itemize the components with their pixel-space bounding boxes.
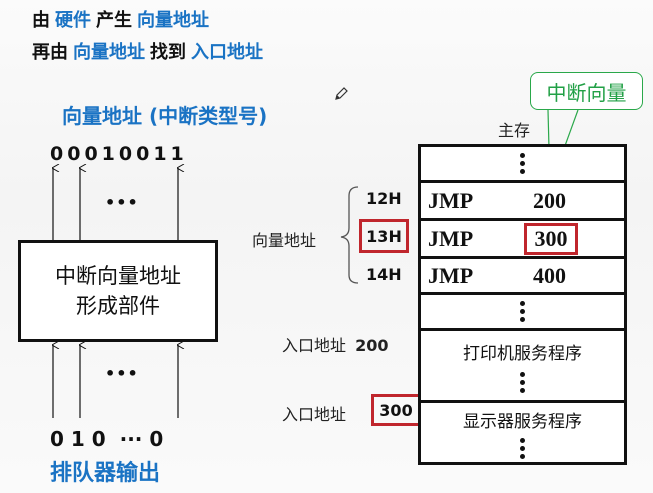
main-memory-table: JMP 200 JMP 300 JMP 400 打印机服务程序 显示器服务程序 — [418, 144, 627, 465]
entry-value: 300 — [379, 400, 413, 420]
vertical-ellipsis-icon — [520, 301, 525, 322]
header-word: 再由 — [32, 42, 68, 63]
upper-ellipsis: ••• — [105, 193, 139, 212]
memory-row-14h: JMP 400 — [421, 256, 624, 292]
vector-address-title: 向量地址 (中断类型号) — [62, 104, 268, 128]
entry-label: 入口地址 — [282, 405, 347, 424]
header-word: 向量地址 — [137, 10, 209, 31]
vector-group-label: 向量地址 — [252, 231, 317, 250]
opcode: JMP — [428, 225, 474, 251]
header-word: 入口地址 — [191, 42, 263, 63]
queue-output-text: 排队器输出 — [50, 461, 161, 486]
routine-name: 打印机服务程序 — [463, 343, 582, 364]
jump-target: 400 — [533, 262, 566, 288]
entry-value-300-box: 300 — [371, 394, 421, 426]
vector-addr-14h: 14H — [366, 265, 402, 284]
output-bits: 00010011 — [50, 143, 188, 165]
opcode: JMP — [428, 262, 474, 288]
queue-output-label: 排队器输出 — [50, 455, 160, 487]
header-word: 向量地址 — [73, 42, 145, 63]
printer-service-routine: 打印机服务程序 — [421, 328, 624, 400]
display-service-routine: 显示器服务程序 — [421, 400, 624, 465]
input-bits: 0 1 0 ··· 0 — [50, 427, 164, 451]
jump-target: 200 — [533, 187, 566, 213]
entry-label: 入口地址 — [282, 336, 347, 355]
jump-target-highlighted: 300 — [524, 223, 578, 255]
vector-addr-13h: 13H — [359, 219, 409, 253]
main-memory-label: 主存 — [498, 121, 531, 140]
pencil-icon[interactable] — [333, 86, 349, 102]
entry-address-300: 入口地址 — [282, 401, 346, 425]
vector-address-unit: 中断向量地址 形成部件 — [18, 240, 218, 342]
memory-ellipsis-row — [421, 292, 624, 328]
unit-label-line2: 形成部件 — [76, 294, 160, 318]
routine-name: 显示器服务程序 — [463, 411, 582, 432]
header-word: 产生 — [96, 10, 132, 31]
header-word: 找到 — [150, 42, 186, 63]
memory-ellipsis-row — [421, 144, 624, 180]
memory-row-13h: JMP 300 — [421, 218, 624, 256]
vector-addr-13h-text: 13H — [366, 226, 402, 246]
header-word: 硬件 — [55, 10, 91, 31]
entry-value: 200 — [355, 336, 389, 355]
vector-addr-12h: 12H — [366, 189, 402, 208]
unit-label-line1: 中断向量地址 — [55, 264, 181, 288]
opcode: JMP — [428, 187, 474, 213]
memory-row-12h: JMP 200 — [421, 180, 624, 218]
lower-ellipsis: ••• — [105, 364, 139, 383]
vertical-ellipsis-icon — [520, 371, 525, 393]
entry-address-200: 入口地址 200 — [282, 332, 389, 356]
header-word: 由 — [32, 10, 50, 31]
interrupt-vector-callout: 中断向量 — [530, 72, 643, 110]
vertical-ellipsis-icon — [520, 153, 525, 174]
vertical-ellipsis-icon — [520, 437, 525, 459]
header-line-2: 再由向量地址找到入口地址 — [32, 38, 268, 64]
header-line-1: 由硬件产生向量地址 — [32, 6, 214, 32]
